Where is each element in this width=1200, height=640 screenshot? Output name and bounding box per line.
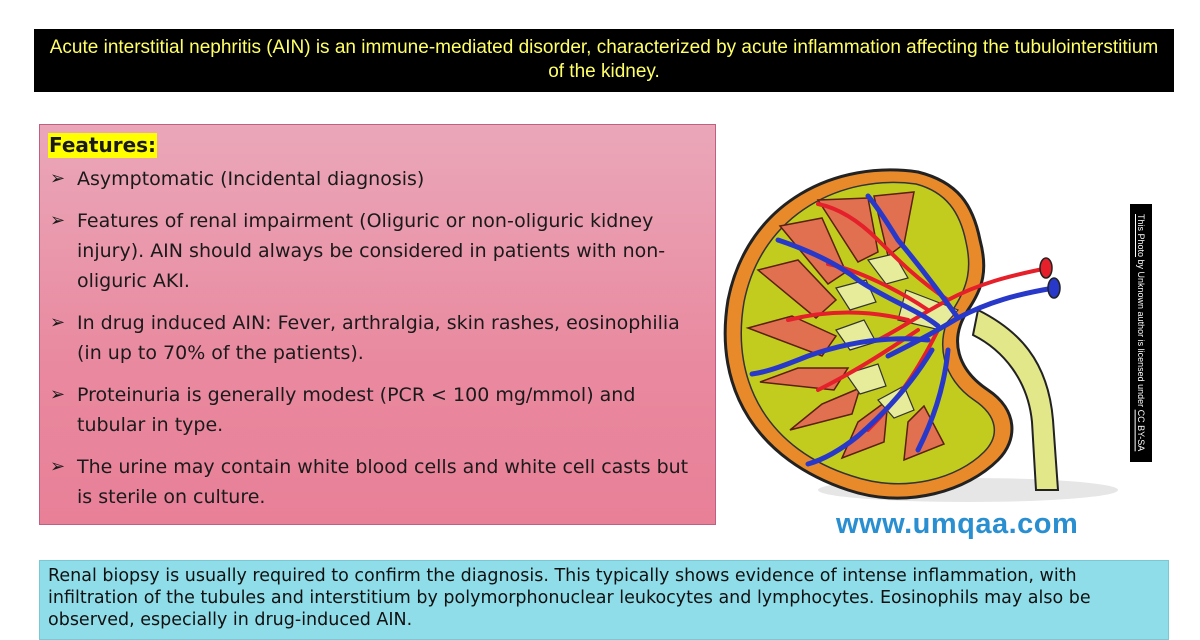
arrow-bullet-icon: ➢ [50, 384, 66, 405]
feature-text: Features of renal impairment (Oliguric o… [77, 210, 666, 292]
credit-middle-text: by Unknown author is licensed under [1136, 257, 1146, 410]
features-title: Features: [48, 133, 158, 158]
features-panel: Features: ➢ Asymptomatic (Incidental dia… [39, 124, 716, 525]
image-credit: This Photo by Unknown author is licensed… [1130, 204, 1152, 462]
arrow-bullet-icon: ➢ [50, 168, 66, 189]
feature-item: ➢ Features of renal impairment (Oliguric… [48, 206, 701, 296]
kidney-illustration [718, 160, 1118, 520]
feature-item: ➢ The urine may contain white blood cell… [48, 452, 701, 512]
feature-list: ➢ Asymptomatic (Incidental diagnosis) ➢ … [48, 164, 701, 512]
definition-text: Acute interstitial nephritis (AIN) is an… [49, 37, 1159, 82]
feature-text: In drug induced AIN: Fever, arthralgia, … [77, 312, 680, 364]
feature-text: Proteinuria is generally modest (PCR < 1… [77, 384, 636, 436]
feature-item: ➢ Proteinuria is generally modest (PCR <… [48, 380, 701, 440]
arrow-bullet-icon: ➢ [50, 210, 66, 231]
website-url[interactable]: www.umqaa.com [836, 508, 1079, 540]
definition-banner: Acute interstitial nephritis (AIN) is an… [34, 29, 1174, 92]
arrow-bullet-icon: ➢ [50, 456, 66, 477]
license-link[interactable]: CC BY-SA [1136, 409, 1146, 452]
feature-text: The urine may contain white blood cells … [77, 456, 689, 508]
feature-item: ➢ In drug induced AIN: Fever, arthralgia… [48, 308, 701, 368]
credit-link[interactable]: This Photo [1136, 214, 1146, 258]
feature-item: ➢ Asymptomatic (Incidental diagnosis) [48, 164, 701, 194]
arrow-bullet-icon: ➢ [50, 312, 66, 333]
biopsy-panel: Renal biopsy is usually required to conf… [39, 560, 1169, 640]
biopsy-text: Renal biopsy is usually required to conf… [48, 566, 1091, 630]
feature-text: Asymptomatic (Incidental diagnosis) [77, 168, 425, 190]
kidney-cross-section-icon [723, 168, 1118, 502]
